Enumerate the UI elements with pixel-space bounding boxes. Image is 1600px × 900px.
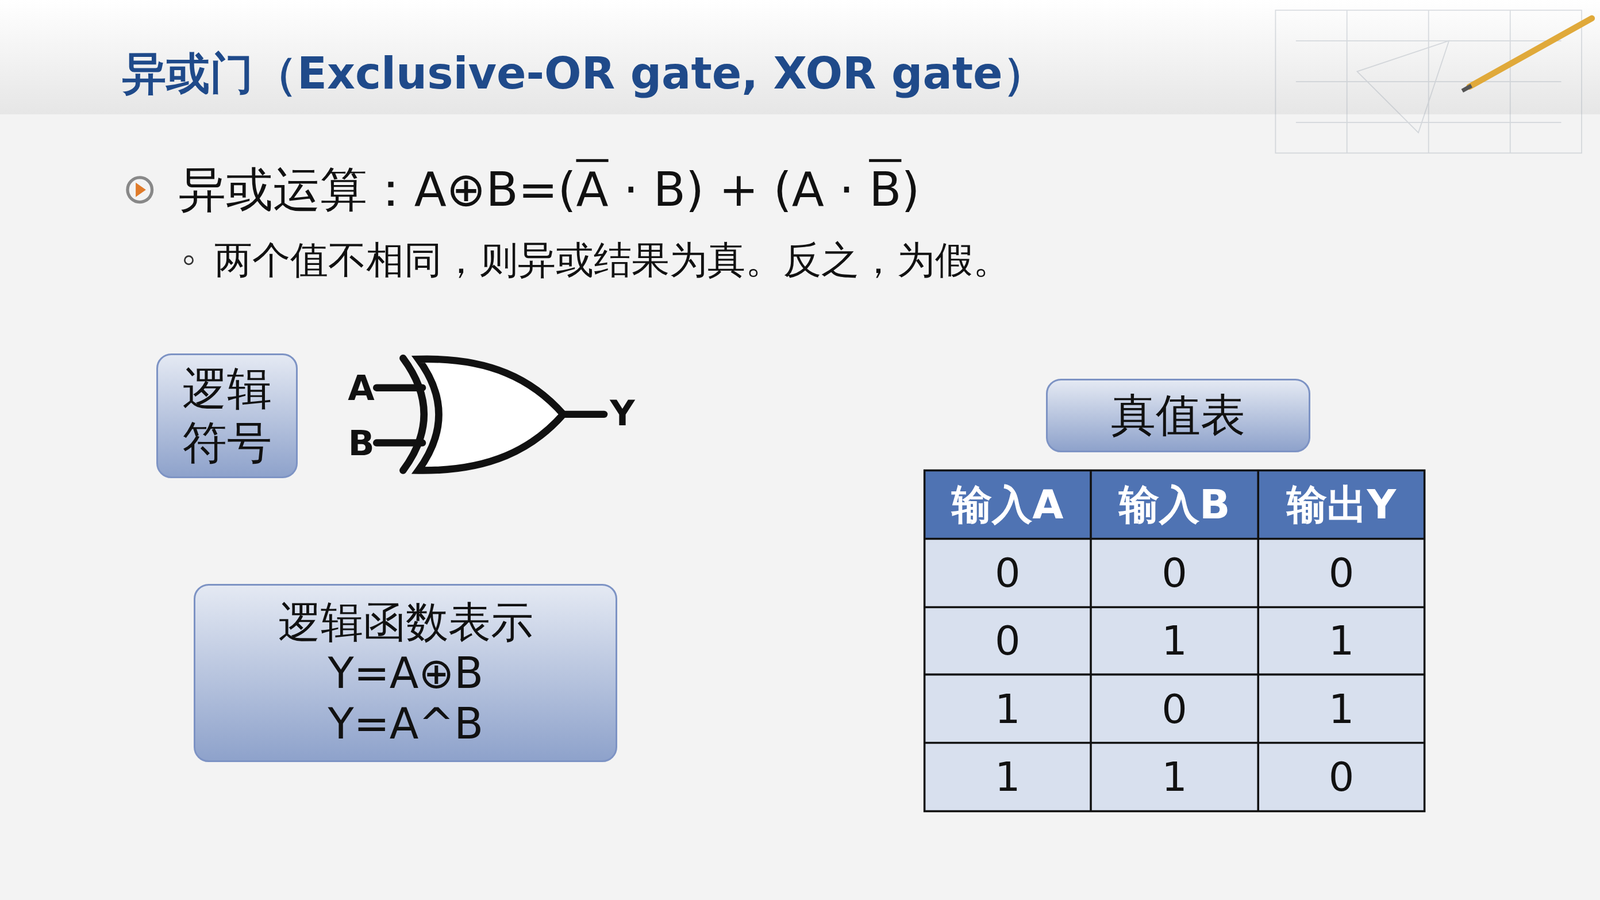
note-text: 两个值不相同，则异或结果为真。反之，为假。: [214, 238, 1011, 283]
xor-gate-symbol: [376, 358, 605, 471]
table-cell: 输入A: [951, 481, 1064, 529]
signal-name: Y: [609, 393, 635, 434]
sketch-grid: [1295, 10, 1562, 154]
signal-name: A: [347, 367, 375, 408]
xor-extra-curve: [402, 358, 424, 471]
bullet-icon: [127, 177, 153, 203]
signal-name: B: [348, 422, 375, 463]
formula-line: 异或运算：A⊕B=(A · B) + (A · B): [178, 162, 921, 217]
sketch-frame: [1275, 10, 1582, 154]
slide-title: 异或门（Exclusive-OR gate, XOR gate）: [122, 48, 1047, 99]
table-cell: 1: [1328, 686, 1355, 733]
set-square: [1356, 40, 1449, 133]
truth-table: [924, 470, 1425, 812]
table-cell: 0: [1328, 549, 1355, 596]
table-header: [924, 470, 1425, 540]
table-grid: [924, 470, 1425, 812]
input-wires: [376, 387, 423, 444]
pencil-tip: [1462, 85, 1472, 91]
box-text: 逻辑函数表示: [278, 596, 534, 648]
box-text: Y=A⊕B: [327, 647, 484, 699]
sub-bullet: [184, 256, 193, 265]
table-title-box: 真值表: [1045, 378, 1311, 453]
table-cell: 0: [1161, 686, 1188, 733]
table-cell: 1: [994, 686, 1021, 733]
table-cell: 1: [1161, 754, 1188, 801]
table-border: [924, 470, 1425, 812]
formula-part: ): [901, 162, 920, 217]
table-cell: 0: [994, 617, 1021, 665]
table-cell: 0: [1328, 754, 1355, 801]
formula-part: A: [575, 162, 609, 217]
table-cell: 输出Y: [1286, 481, 1397, 529]
output-wire: [563, 410, 605, 418]
table-lines: [924, 470, 1425, 812]
table-cell: 0: [994, 549, 1021, 596]
table-cell: 0: [1161, 549, 1188, 596]
table-cell: 1: [1161, 617, 1188, 665]
formula-part: · B) + (A ·: [608, 162, 870, 217]
formula-part: B: [868, 162, 902, 217]
box-text: 逻辑符号: [182, 362, 272, 470]
function-box: 逻辑函数表示Y=A⊕BY=A^B: [193, 583, 618, 763]
title-bar: [0, 0, 1600, 115]
table-cell: 1: [994, 754, 1021, 801]
formula-part: 异或运算：A⊕B=(: [178, 162, 577, 217]
sketch-decoration: [1275, 10, 1582, 154]
table-cell: 输入B: [1118, 481, 1230, 529]
symbol-box: 逻辑符号: [156, 353, 299, 479]
table-cell: 1: [1328, 617, 1355, 665]
pencil: [1469, 18, 1592, 87]
bullet-play: [135, 182, 146, 198]
box-text: Y=A^B: [327, 698, 484, 750]
gate-body: [418, 359, 564, 471]
box-text: 真值表: [1110, 388, 1246, 443]
